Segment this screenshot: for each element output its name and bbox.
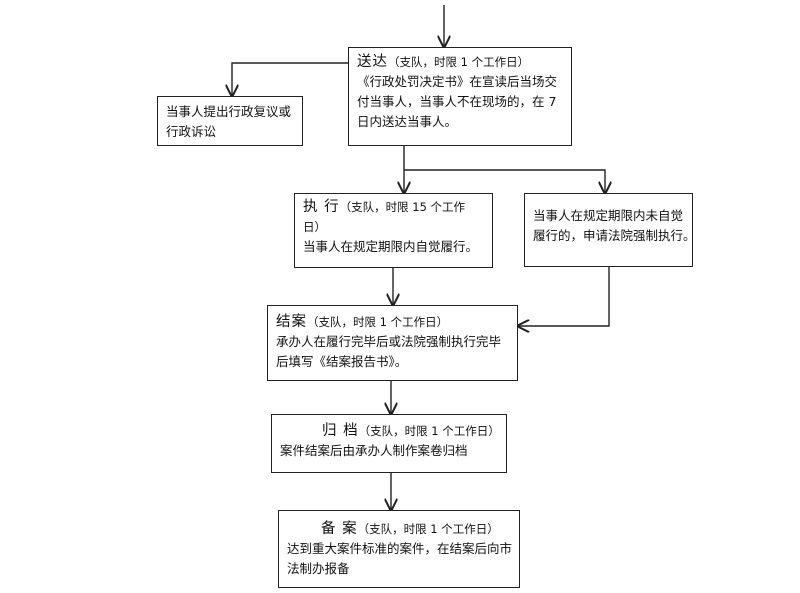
node-archive: 归 档（支队，时限 1 个工作日） 案件结案后由承办人制作案卷归档: [271, 414, 507, 473]
node-appeal: 当事人提出行政复议或 行政诉讼: [157, 96, 303, 146]
arrow-delivery-to-appeal: [232, 62, 348, 96]
node-delivery-line-2: 付当事人，当事人不在现场的，在 7: [357, 94, 557, 109]
node-appeal-line-2: 行政诉讼: [166, 124, 217, 139]
node-execute-title: 执 行: [303, 199, 340, 215]
node-record-line-1: 达到重大案件标准的案件，在结案后向市: [287, 541, 513, 556]
node-execute-note: （支队，时限 15 个工作: [339, 200, 466, 214]
node-record-title: 备 案: [321, 521, 358, 537]
node-record: 备 案（支队，时限 1 个工作日） 达到重大案件标准的案件，在结案后向市 法制办…: [278, 510, 520, 588]
node-archive-line-1: 案件结案后由承办人制作案卷归档: [280, 443, 468, 458]
arrow-enforce-to-close: [518, 267, 610, 326]
node-record-note: （支队，时限 1 个工作日）: [357, 522, 499, 536]
node-delivery-title: 送达: [357, 54, 388, 70]
node-enforce-line-1: 当事人在规定期限内未自觉: [533, 208, 684, 223]
node-delivery: 送达（支队，时限 1 个工作日） 《行政处罚决定书》在宣读后当场交 付当事人，当…: [348, 47, 572, 146]
node-enforce-line-2: 履行的，申请法院强制执行。: [533, 228, 696, 243]
node-delivery-line-3: 日内送达当事人。: [357, 114, 458, 129]
node-execute: 执 行（支队，时限 15 个工作 日） 当事人在规定期限内自觉履行。: [294, 193, 493, 268]
node-close-line-1: 承办人在履行完毕后或法院强制执行完毕: [276, 334, 502, 349]
node-record-line-2: 法制办报备: [287, 561, 350, 576]
node-archive-note: （支队，时限 1 个工作日）: [358, 424, 500, 438]
node-archive-title: 归 档: [322, 423, 359, 439]
node-appeal-line-1: 当事人提出行政复议或: [166, 104, 292, 119]
arrow-to-enforce: [404, 169, 605, 193]
node-close: 结案（支队，时限 1 个工作日） 承办人在履行完毕后或法院强制执行完毕 后填写《…: [267, 305, 518, 381]
node-execute-line-1: 当事人在规定期限内自觉履行。: [303, 239, 479, 254]
node-enforce: 当事人在规定期限内未自觉 履行的，申请法院强制执行。: [524, 193, 696, 267]
node-execute-note-2: 日）: [303, 220, 326, 234]
node-delivery-note: （支队，时限 1 个工作日）: [388, 55, 530, 69]
node-close-note: （支队，时限 1 个工作日）: [307, 315, 449, 329]
node-close-title: 结案: [276, 314, 307, 330]
node-close-line-2: 后填写《结案报告书》。: [276, 354, 408, 369]
node-delivery-line-1: 《行政处罚决定书》在宣读后当场交: [357, 74, 558, 89]
